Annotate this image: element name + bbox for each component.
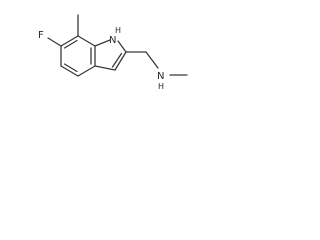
benzene-ring	[60, 35, 96, 77]
bond-c3-c3a	[94, 65, 116, 71]
bond-n1-c2	[117, 40, 127, 53]
amine-nitrogen-label: N	[157, 71, 164, 82]
bond-c6-c7-inner	[63, 39, 78, 49]
bond-c4-c5-inner	[63, 63, 78, 73]
bond-c7-c7a	[77, 35, 96, 47]
substituents	[47, 14, 188, 76]
fluorine-label: F	[38, 30, 44, 41]
bond-c6-fluorine	[47, 37, 62, 47]
bond-c3a-c4	[77, 65, 96, 77]
molecule-structure: F H N N H	[38, 14, 188, 91]
bond-ch2-nh	[145, 51, 159, 69]
pyrrole-ring	[94, 39, 127, 71]
bond-c4-c5	[60, 65, 79, 77]
bond-c6-c7	[60, 35, 79, 47]
amine-hydrogen-label: H	[158, 82, 164, 91]
bond-c2-c3-inner	[111, 52, 123, 68]
ring-nitrogen-hydrogen-label: H	[115, 26, 121, 35]
bond-c2-c3	[114, 51, 127, 71]
ring-nitrogen-label: N	[109, 35, 116, 46]
bond-c7a-n1	[94, 39, 111, 47]
